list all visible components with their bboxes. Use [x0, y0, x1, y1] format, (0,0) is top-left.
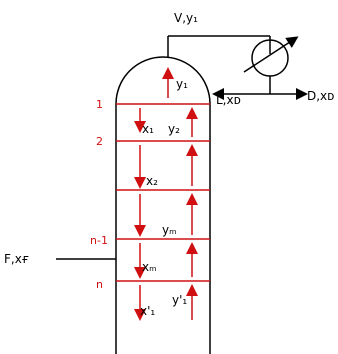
x-prime-label: x'₁ [140, 304, 155, 318]
reflux-label: L,xᴅ [216, 93, 241, 107]
x2-label: x₂ [146, 174, 158, 188]
ym-label: yₘ [162, 223, 177, 237]
xm-label: xₘ [142, 260, 157, 274]
reflux-distillate-lines [212, 76, 308, 100]
distillate-label: D,xᴅ [307, 89, 334, 103]
y1-label: y₁ [176, 77, 188, 91]
trays [116, 103, 210, 282]
column-shell [115, 56, 211, 354]
overhead-vapor-line [167, 35, 271, 57]
plate-number-n-1: n-1 [90, 234, 108, 247]
vapor-flow-arrows [162, 67, 198, 320]
x1-label: x₁ [142, 122, 154, 136]
plate-number-1: 1 [96, 98, 103, 111]
plate-number-n: n [96, 278, 103, 291]
feed-label: F,xғ [4, 252, 29, 266]
vapor-out-label: V,y₁ [174, 11, 198, 25]
plate-number-2: 2 [96, 135, 103, 148]
y-prime-label: y'₁ [172, 293, 187, 307]
y2-label: y₂ [168, 122, 180, 136]
